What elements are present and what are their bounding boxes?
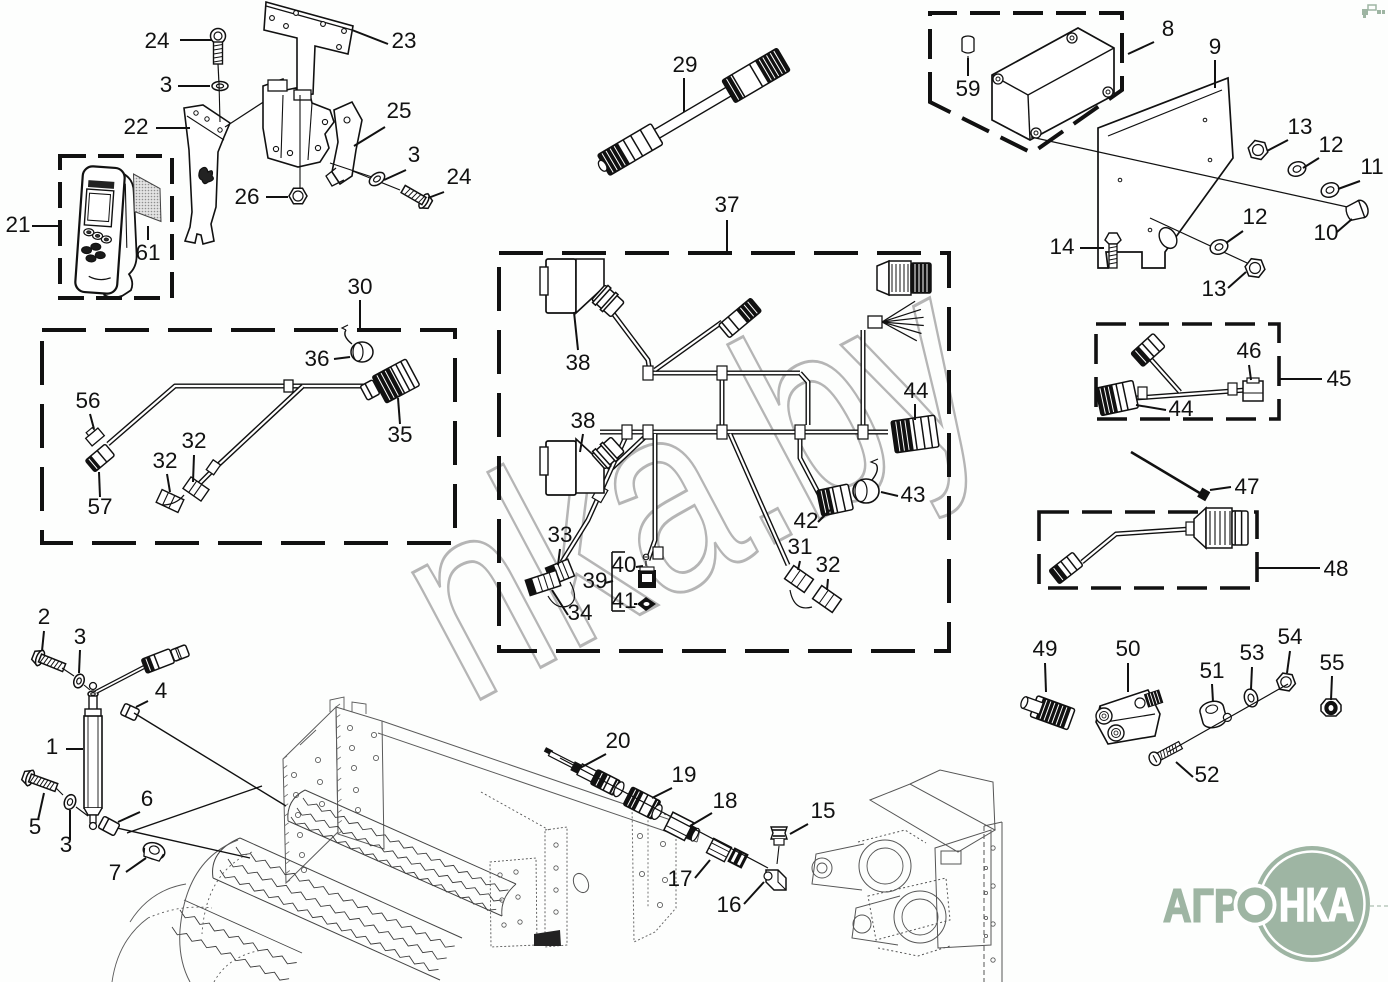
svg-text:38: 38 (570, 408, 595, 433)
svg-text:24: 24 (144, 28, 169, 53)
svg-text:57: 57 (87, 494, 112, 519)
svg-text:30: 30 (347, 274, 372, 299)
svg-text:37: 37 (714, 192, 739, 217)
svg-text:8: 8 (1162, 16, 1175, 41)
svg-text:39: 39 (582, 568, 607, 593)
svg-text:32: 32 (815, 552, 840, 577)
svg-text:44: 44 (903, 378, 928, 403)
svg-text:24: 24 (446, 164, 471, 189)
svg-text:41: 41 (611, 588, 636, 613)
svg-text:44: 44 (1168, 396, 1193, 421)
svg-text:35: 35 (387, 422, 412, 447)
svg-text:43: 43 (900, 482, 925, 507)
svg-text:45: 45 (1326, 366, 1351, 391)
svg-text:18: 18 (712, 788, 737, 813)
svg-text:2: 2 (38, 604, 51, 629)
svg-text:9: 9 (1209, 34, 1222, 59)
svg-text:12: 12 (1242, 204, 1267, 229)
svg-text:54: 54 (1277, 624, 1302, 649)
svg-text:5: 5 (29, 814, 42, 839)
svg-text:49: 49 (1032, 636, 1057, 661)
svg-text:14: 14 (1049, 234, 1074, 259)
svg-text:3: 3 (60, 832, 73, 857)
svg-text:48: 48 (1323, 556, 1348, 581)
svg-text:16: 16 (716, 892, 741, 917)
svg-text:11: 11 (1360, 154, 1383, 179)
svg-text:59: 59 (955, 76, 980, 101)
svg-text:19: 19 (671, 762, 696, 787)
svg-text:15: 15 (810, 798, 835, 823)
svg-text:40: 40 (611, 552, 636, 577)
svg-text:АГР: АГР (1163, 881, 1240, 933)
svg-text:3: 3 (160, 72, 173, 97)
svg-text:56: 56 (75, 388, 100, 413)
svg-text:6: 6 (141, 786, 154, 811)
svg-text:51: 51 (1199, 658, 1224, 683)
svg-text:29: 29 (672, 52, 697, 77)
svg-text:26: 26 (234, 184, 259, 209)
svg-text:НКА: НКА (1279, 879, 1354, 931)
svg-text:61: 61 (135, 240, 160, 265)
svg-text:33: 33 (547, 522, 572, 547)
svg-text:52: 52 (1194, 762, 1219, 787)
svg-text:13: 13 (1287, 114, 1312, 139)
svg-text:32: 32 (152, 448, 177, 473)
svg-text:46: 46 (1236, 338, 1261, 363)
svg-text:3: 3 (74, 624, 87, 649)
svg-text:38: 38 (565, 350, 590, 375)
svg-text:21: 21 (5, 212, 30, 237)
svg-text:32: 32 (181, 428, 206, 453)
svg-text:50: 50 (1115, 636, 1140, 661)
svg-text:25: 25 (386, 98, 411, 123)
svg-text:3: 3 (408, 142, 421, 167)
svg-text:34: 34 (567, 600, 592, 625)
svg-text:13: 13 (1201, 276, 1226, 301)
svg-text:10: 10 (1313, 220, 1338, 245)
svg-text:12: 12 (1318, 132, 1343, 157)
svg-text:36: 36 (304, 346, 329, 371)
svg-text:7: 7 (109, 860, 122, 885)
svg-text:20: 20 (605, 728, 630, 753)
svg-text:47: 47 (1234, 474, 1259, 499)
svg-text:17: 17 (667, 866, 692, 891)
svg-text:42: 42 (793, 508, 818, 533)
svg-text:22: 22 (123, 114, 148, 139)
svg-text:4: 4 (155, 678, 168, 703)
svg-text:23: 23 (391, 28, 416, 53)
svg-text:55: 55 (1319, 650, 1344, 675)
svg-text:31: 31 (787, 534, 812, 559)
svg-text:53: 53 (1239, 640, 1264, 665)
svg-text:1: 1 (46, 734, 59, 759)
